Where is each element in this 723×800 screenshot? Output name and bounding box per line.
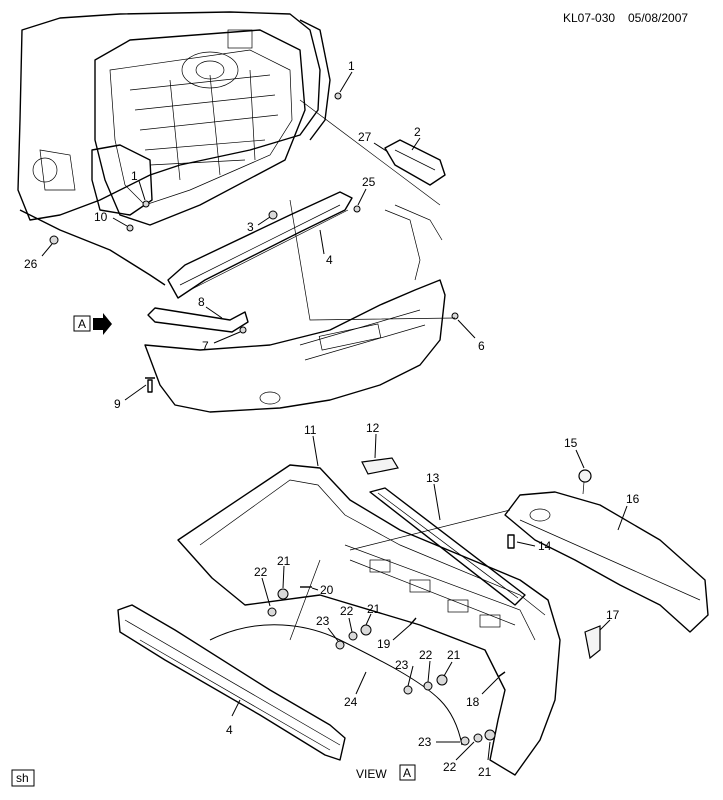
callout-12: 12	[366, 421, 380, 435]
callout-21-c: 21	[447, 648, 461, 662]
fastener-10	[126, 224, 134, 232]
sensor-23-b	[403, 685, 413, 695]
view-letter-box	[399, 764, 416, 781]
fastener-19	[409, 617, 417, 626]
part-12-bracket	[361, 457, 399, 475]
bolt-14	[507, 534, 515, 549]
callout-2: 2	[414, 125, 421, 139]
diagram-code: KL07-030	[563, 11, 615, 25]
sensor-22-c	[423, 681, 433, 691]
clip-26	[49, 235, 59, 245]
callout-11: 11	[304, 423, 317, 437]
callout-17: 17	[606, 608, 620, 622]
footer-tag: sh	[16, 771, 29, 785]
callout-7: 7	[202, 339, 209, 353]
callout-1a: 1	[348, 59, 355, 73]
part-16-skid-plate	[504, 491, 709, 633]
callout-22-d: 22	[443, 760, 457, 774]
callout-15: 15	[564, 436, 578, 450]
sensor-21-a	[277, 588, 289, 600]
upper-bumper-fascia	[144, 279, 446, 413]
part-bracket-left	[147, 307, 249, 333]
callout-22-a: 22	[254, 565, 268, 579]
callout-4-upper: 4	[326, 253, 333, 267]
callout-21-a: 21	[277, 554, 291, 568]
fastener-1-top	[334, 92, 342, 100]
view-letter: A	[403, 766, 411, 780]
fastener-6	[451, 312, 459, 320]
callout-9: 9	[114, 397, 121, 411]
callout-21-d: 21	[478, 765, 492, 779]
callout-16: 16	[626, 492, 640, 506]
callouts-upper: 1 2 27 25 1 10 3 4 26 8 7 9 6	[24, 59, 485, 411]
callout-22-b: 22	[340, 604, 354, 618]
view-a-marker: A	[73, 313, 112, 335]
sensor-22-a	[267, 607, 277, 617]
part-bracket-right	[384, 139, 446, 186]
view-a-marker-letter: A	[78, 317, 86, 331]
callout-14: 14	[538, 539, 552, 553]
callout-10: 10	[94, 210, 108, 224]
callout-22-c: 22	[419, 648, 433, 662]
vehicle-rear-illustration	[17, 11, 331, 286]
sensor-21-b	[360, 624, 372, 636]
callout-6: 6	[478, 339, 485, 353]
sensor-22-d	[473, 733, 483, 743]
part-15-cap	[578, 469, 592, 483]
diagram-date: 05/08/2007	[628, 11, 688, 25]
callouts-lower: 11 12 13 15 16 14 21 22 20 22 21 23 19 1…	[226, 421, 640, 779]
callout-26: 26	[24, 257, 38, 271]
sensor-23-c	[460, 736, 470, 746]
callout-23-c: 23	[418, 735, 432, 749]
callout-19: 19	[377, 637, 391, 651]
sensor-23-a	[335, 640, 345, 650]
view-arrow-icon	[93, 313, 112, 335]
callout-23-b: 23	[395, 658, 409, 672]
view-label: VIEW	[356, 767, 387, 781]
part-24-wiring-harness	[209, 624, 463, 746]
fastener-18	[497, 671, 506, 678]
part-11-rear-fascia	[177, 464, 561, 776]
callout-23-a: 23	[316, 614, 330, 628]
part-13-step-pad	[369, 487, 526, 606]
part-4-impact-bar-lower	[117, 604, 346, 761]
fastener-1-left	[142, 200, 150, 208]
callout-27: 27	[358, 130, 372, 144]
fastener-25	[353, 205, 361, 213]
sensor-21-c	[436, 674, 448, 686]
callout-13: 13	[426, 471, 440, 485]
callout-20: 20	[320, 583, 334, 597]
footer-tag-box	[11, 769, 35, 787]
callout-8: 8	[198, 295, 205, 309]
bolt-9	[145, 377, 155, 393]
sensor-22-b	[348, 631, 358, 641]
callout-18: 18	[466, 695, 480, 709]
callout-1b: 1	[131, 169, 138, 183]
callout-21-b: 21	[367, 602, 381, 616]
part-17-bracket	[584, 625, 601, 660]
sensor-21-d	[484, 729, 496, 741]
fastener-7	[239, 326, 247, 334]
callout-3: 3	[247, 220, 254, 234]
callout-25: 25	[362, 175, 376, 189]
callout-24: 24	[344, 695, 358, 709]
fastener-3	[268, 210, 278, 220]
callout-4-lower: 4	[226, 723, 233, 737]
